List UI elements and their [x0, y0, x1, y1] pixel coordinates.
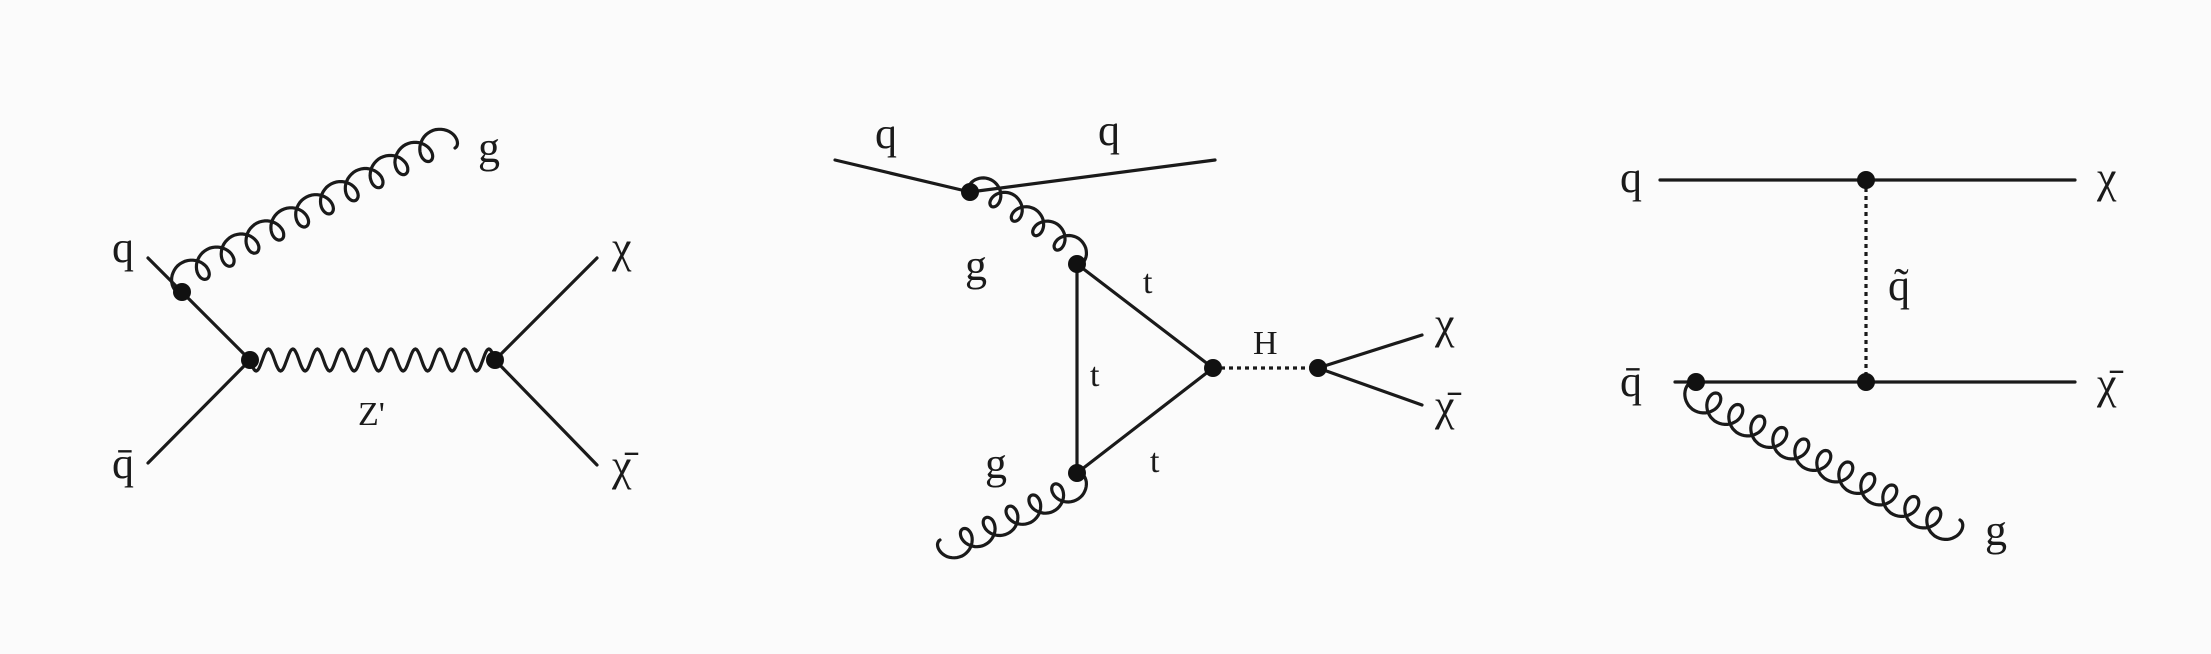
quark-line-out: [968, 158, 1217, 194]
vertex-qbar-chibar-squark: [1857, 373, 1875, 391]
label-g-top: g: [965, 241, 987, 290]
vertex-gluon-top-upper: [1068, 255, 1086, 273]
label-chibar: χ̄: [611, 441, 639, 490]
vertex-gluon-emission: [173, 283, 191, 301]
chi-line-out: [1316, 333, 1424, 370]
vertex-top-higgs: [1204, 359, 1222, 377]
zprime-propagator: [248, 347, 497, 373]
label-t-lower: t: [1150, 443, 1160, 480]
diagram-squark-tchannel: q q̄ χ χ̄ q̃ g: [1620, 153, 2124, 555]
label-chibar: χ̄: [1434, 381, 1462, 430]
diagram-higgs-portal: q q g g t t t H χ χ̄: [833, 106, 1462, 560]
vertex-gluon-emission: [1687, 373, 1705, 391]
label-q: q: [112, 223, 134, 272]
diagram-zprime: q q̄ g χ χ̄ Z': [112, 123, 639, 490]
gluon-top: [966, 176, 1088, 267]
gluon-bottom: [935, 470, 1089, 560]
label-qbar: q̄: [1620, 357, 1642, 406]
chibar-line-out: [493, 358, 599, 467]
label-g-bottom: g: [985, 439, 1007, 488]
vertex-higgs-chichi: [1309, 359, 1327, 377]
gluon-radiation: [169, 127, 460, 294]
label-g: g: [478, 123, 500, 172]
vertex-zprime-chichi: [486, 351, 504, 369]
label-squark: q̃: [1888, 261, 1910, 310]
top-propagator-lower: [1075, 366, 1215, 475]
chibar-line-out: [1316, 366, 1424, 407]
label-q: q: [1620, 153, 1642, 202]
label-chibar: χ̄: [2096, 359, 2124, 408]
label-q-out: q: [1098, 106, 1120, 155]
label-q-in: q: [875, 109, 897, 158]
antiquark-line-in: [146, 358, 252, 465]
label-higgs: H: [1253, 325, 1278, 362]
label-qbar: q̄: [112, 439, 134, 488]
label-chi: χ: [2096, 153, 2117, 202]
label-t-left: t: [1090, 357, 1100, 394]
quark-line-in: [833, 158, 972, 194]
label-t-upper: t: [1143, 264, 1153, 301]
quark-line-in: [146, 256, 252, 362]
vertex-gluon-top-lower: [1068, 464, 1086, 482]
vertex-quark-gluon: [961, 183, 979, 201]
label-chi: χ: [1434, 299, 1455, 348]
vertex-qq-zprime: [241, 351, 259, 369]
gluon-radiation: [1683, 379, 1965, 541]
label-chi: χ: [611, 223, 632, 272]
top-propagator-upper: [1075, 262, 1215, 370]
label-g: g: [1985, 506, 2007, 555]
chi-line-out: [493, 256, 599, 362]
label-zprime: Z': [358, 396, 385, 433]
vertex-q-chi-squark: [1857, 171, 1875, 189]
